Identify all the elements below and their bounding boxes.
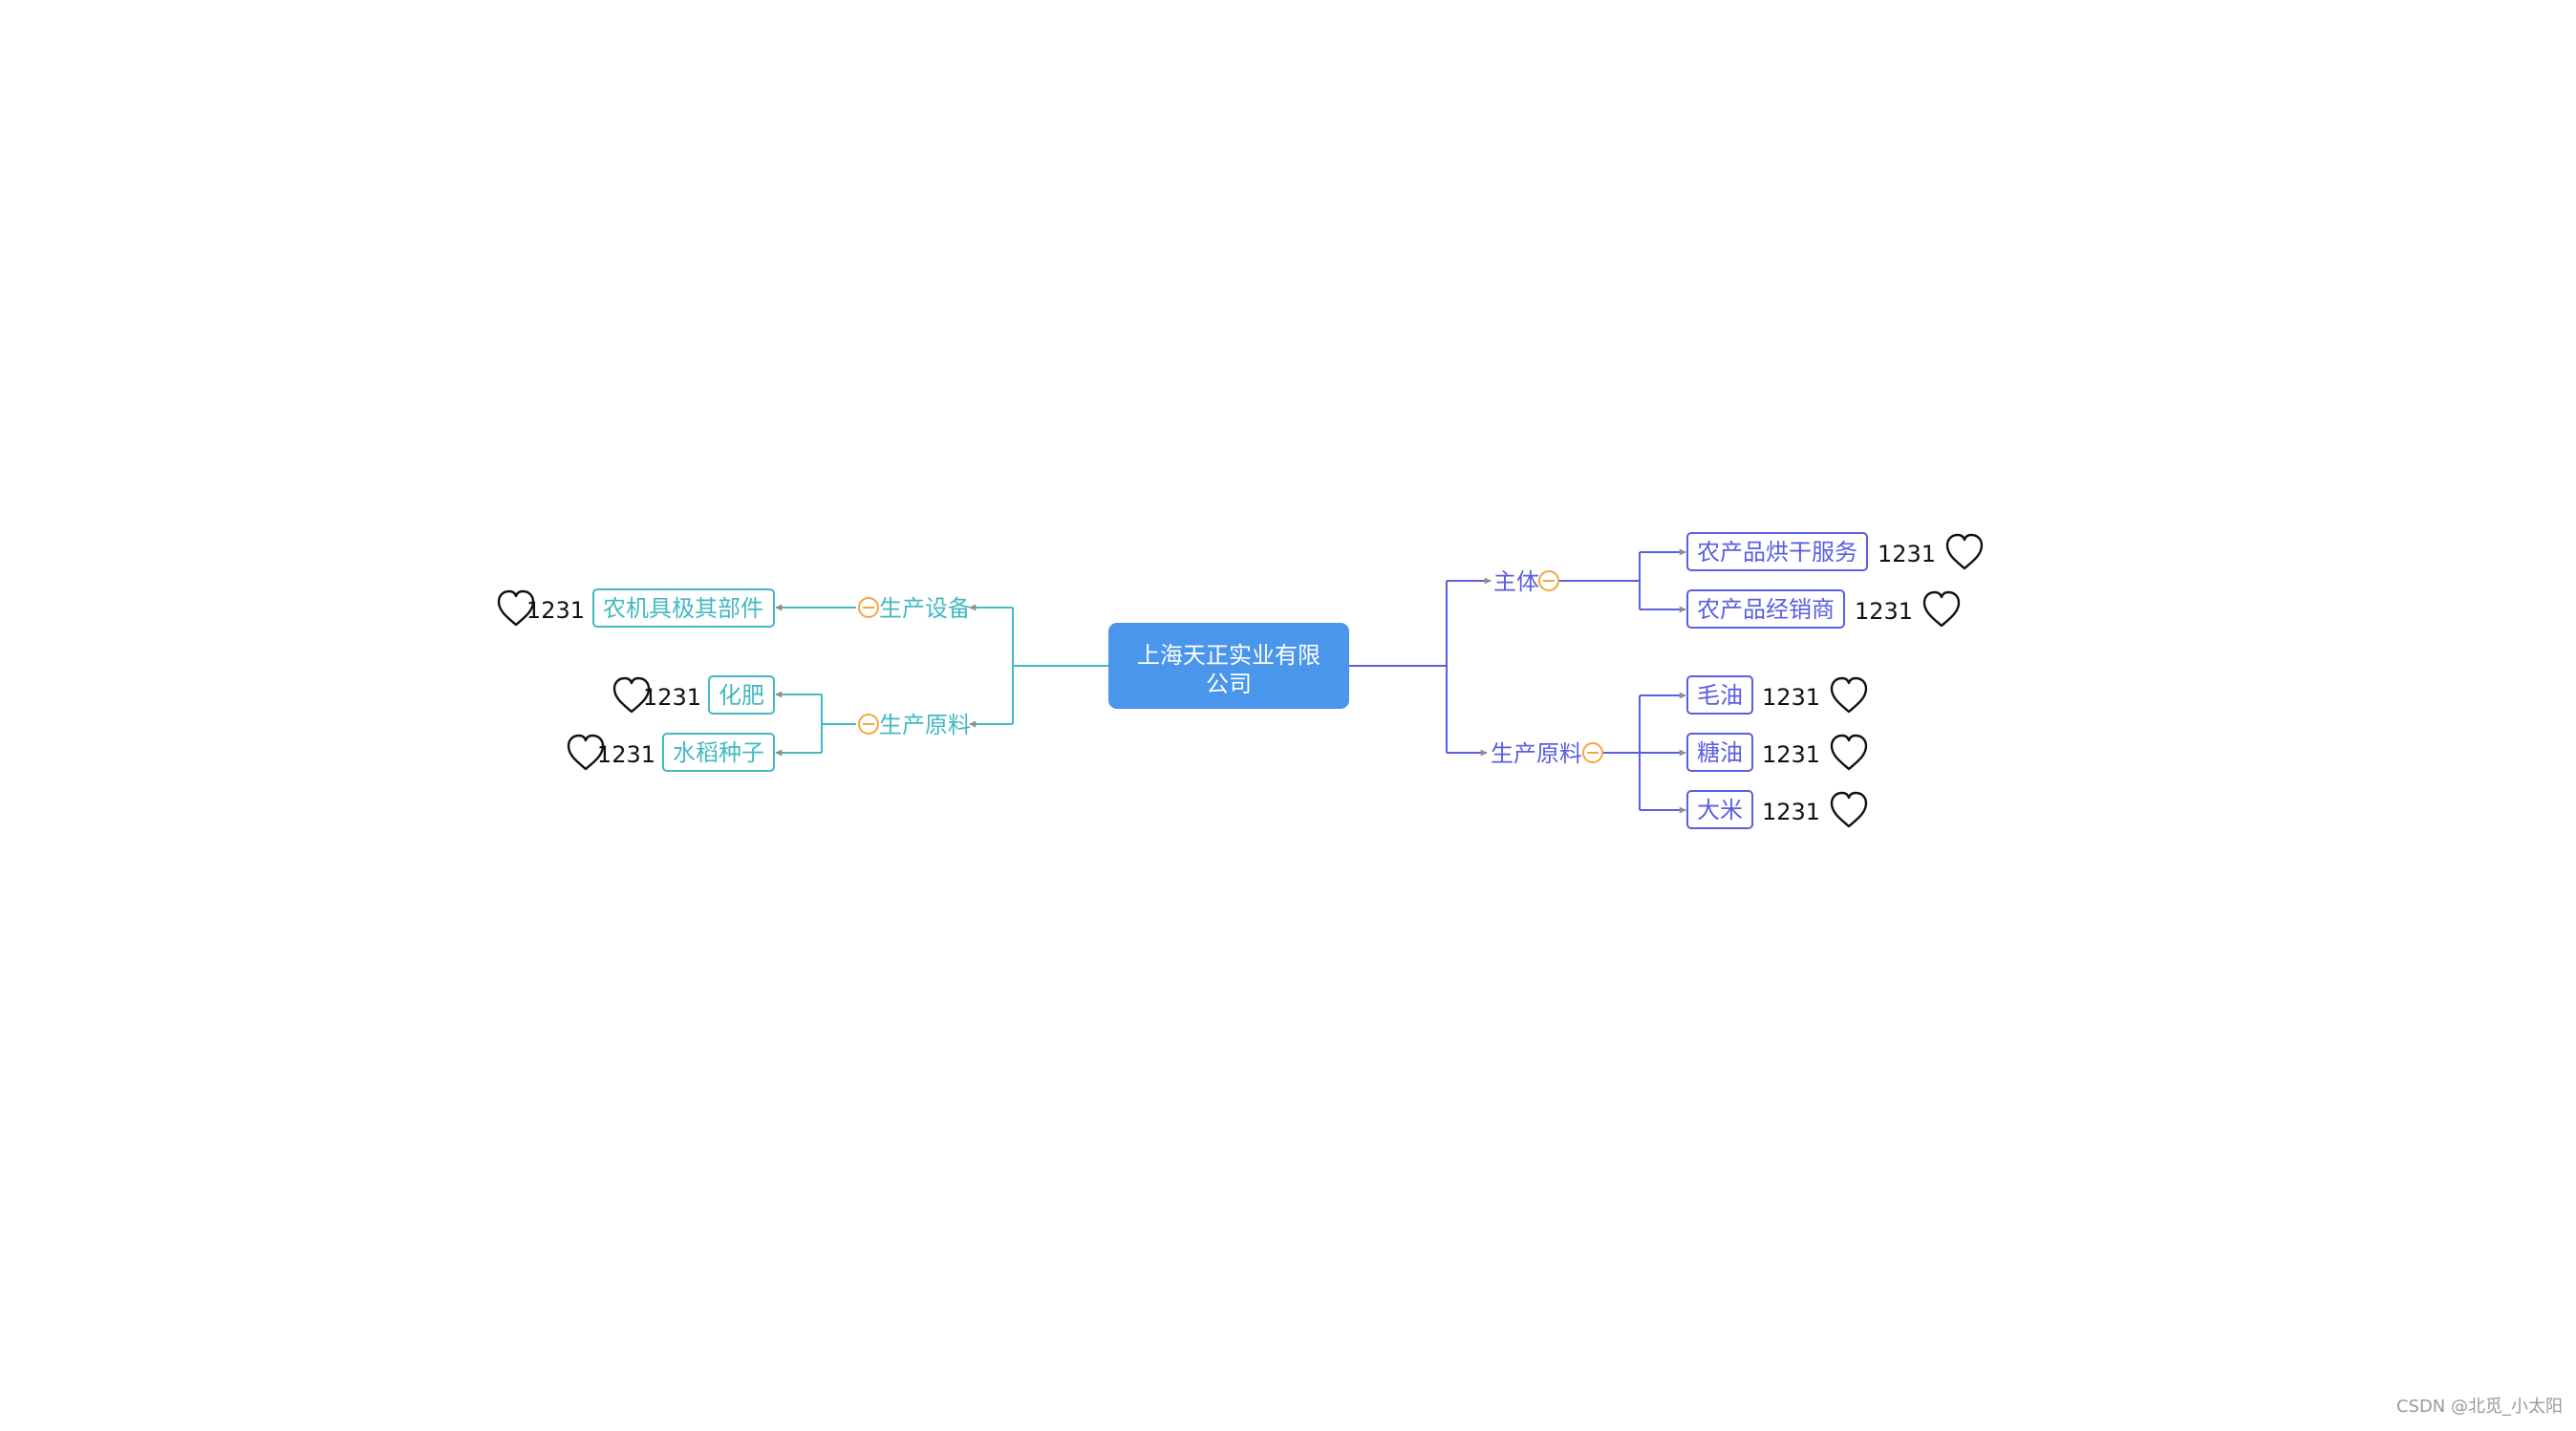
right-leaf-drying-service[interactable]: 农产品烘干服务 1231 — [1686, 532, 1984, 571]
heart-outline-icon[interactable] — [1830, 791, 1868, 828]
left-group-production-materials[interactable]: 生产原料 — [858, 712, 971, 738]
heart-outline-icon[interactable] — [497, 589, 535, 627]
left-group-label: 生产设备 — [879, 595, 971, 622]
leaf-count: 1231 — [597, 741, 655, 768]
leaf-label: 化肥 — [719, 682, 764, 709]
heart-outline-icon[interactable] — [1830, 734, 1868, 771]
left-leaf-farm-machinery[interactable]: 农机具极其部件 1231 — [497, 588, 775, 628]
left-group-production-equipment[interactable]: 生产设备 — [858, 595, 971, 622]
right-connectors — [1349, 548, 1686, 814]
left-connectors — [775, 604, 1108, 757]
root-node[interactable]: 上海天正实业有限 公司 — [1108, 623, 1349, 709]
leaf-label: 糖油 — [1697, 739, 1743, 766]
left-group-label: 生产原料 — [879, 712, 971, 738]
heart-outline-icon[interactable] — [612, 676, 651, 714]
left-leaf-rice-seed[interactable]: 水稻种子 1231 — [567, 733, 775, 772]
right-leaf-crude-oil[interactable]: 毛油 1231 — [1686, 675, 1868, 715]
right-group-subject[interactable]: 主体 — [1493, 568, 1559, 595]
right-leaf-rice[interactable]: 大米 1231 — [1686, 790, 1868, 829]
leaf-label: 农机具极其部件 — [603, 595, 763, 622]
heart-outline-icon[interactable] — [1945, 533, 1984, 570]
watermark: CSDN @北觅_小太阳 — [2395, 1397, 2563, 1417]
right-group-production-materials[interactable]: 生产原料 — [1491, 740, 1603, 767]
leaf-label: 毛油 — [1697, 682, 1743, 709]
leaf-count: 1231 — [526, 597, 585, 624]
leaf-count: 1231 — [1762, 799, 1820, 825]
leaf-count: 1231 — [1855, 598, 1913, 625]
heart-outline-icon[interactable] — [567, 734, 605, 771]
leaf-label: 农产品烘干服务 — [1697, 539, 1857, 566]
left-leaf-fertilizer[interactable]: 化肥 1231 — [612, 675, 775, 715]
leaf-count: 1231 — [1878, 541, 1936, 567]
right-leaf-sugar-oil[interactable]: 糖油 1231 — [1686, 733, 1868, 772]
heart-outline-icon[interactable] — [1830, 676, 1868, 714]
root-label-line1: 上海天正实业有限 — [1137, 642, 1320, 669]
right-group-label: 生产原料 — [1491, 740, 1582, 767]
collapse-icon[interactable] — [858, 714, 879, 735]
collapse-icon[interactable] — [1582, 742, 1603, 763]
collapse-icon[interactable] — [858, 597, 879, 618]
leaf-label: 农产品经销商 — [1697, 596, 1835, 623]
leaf-label: 水稻种子 — [673, 739, 764, 766]
leaf-count: 1231 — [1762, 741, 1820, 768]
collapse-icon[interactable] — [1538, 570, 1559, 591]
leaf-count: 1231 — [1762, 684, 1820, 711]
leaf-count: 1231 — [643, 684, 701, 711]
root-label-line2: 公司 — [1206, 671, 1252, 697]
leaf-label: 大米 — [1697, 797, 1743, 823]
heart-outline-icon[interactable] — [1922, 590, 1961, 628]
right-group-label: 主体 — [1493, 568, 1539, 595]
right-leaf-distributor[interactable]: 农产品经销商 1231 — [1686, 589, 1961, 629]
